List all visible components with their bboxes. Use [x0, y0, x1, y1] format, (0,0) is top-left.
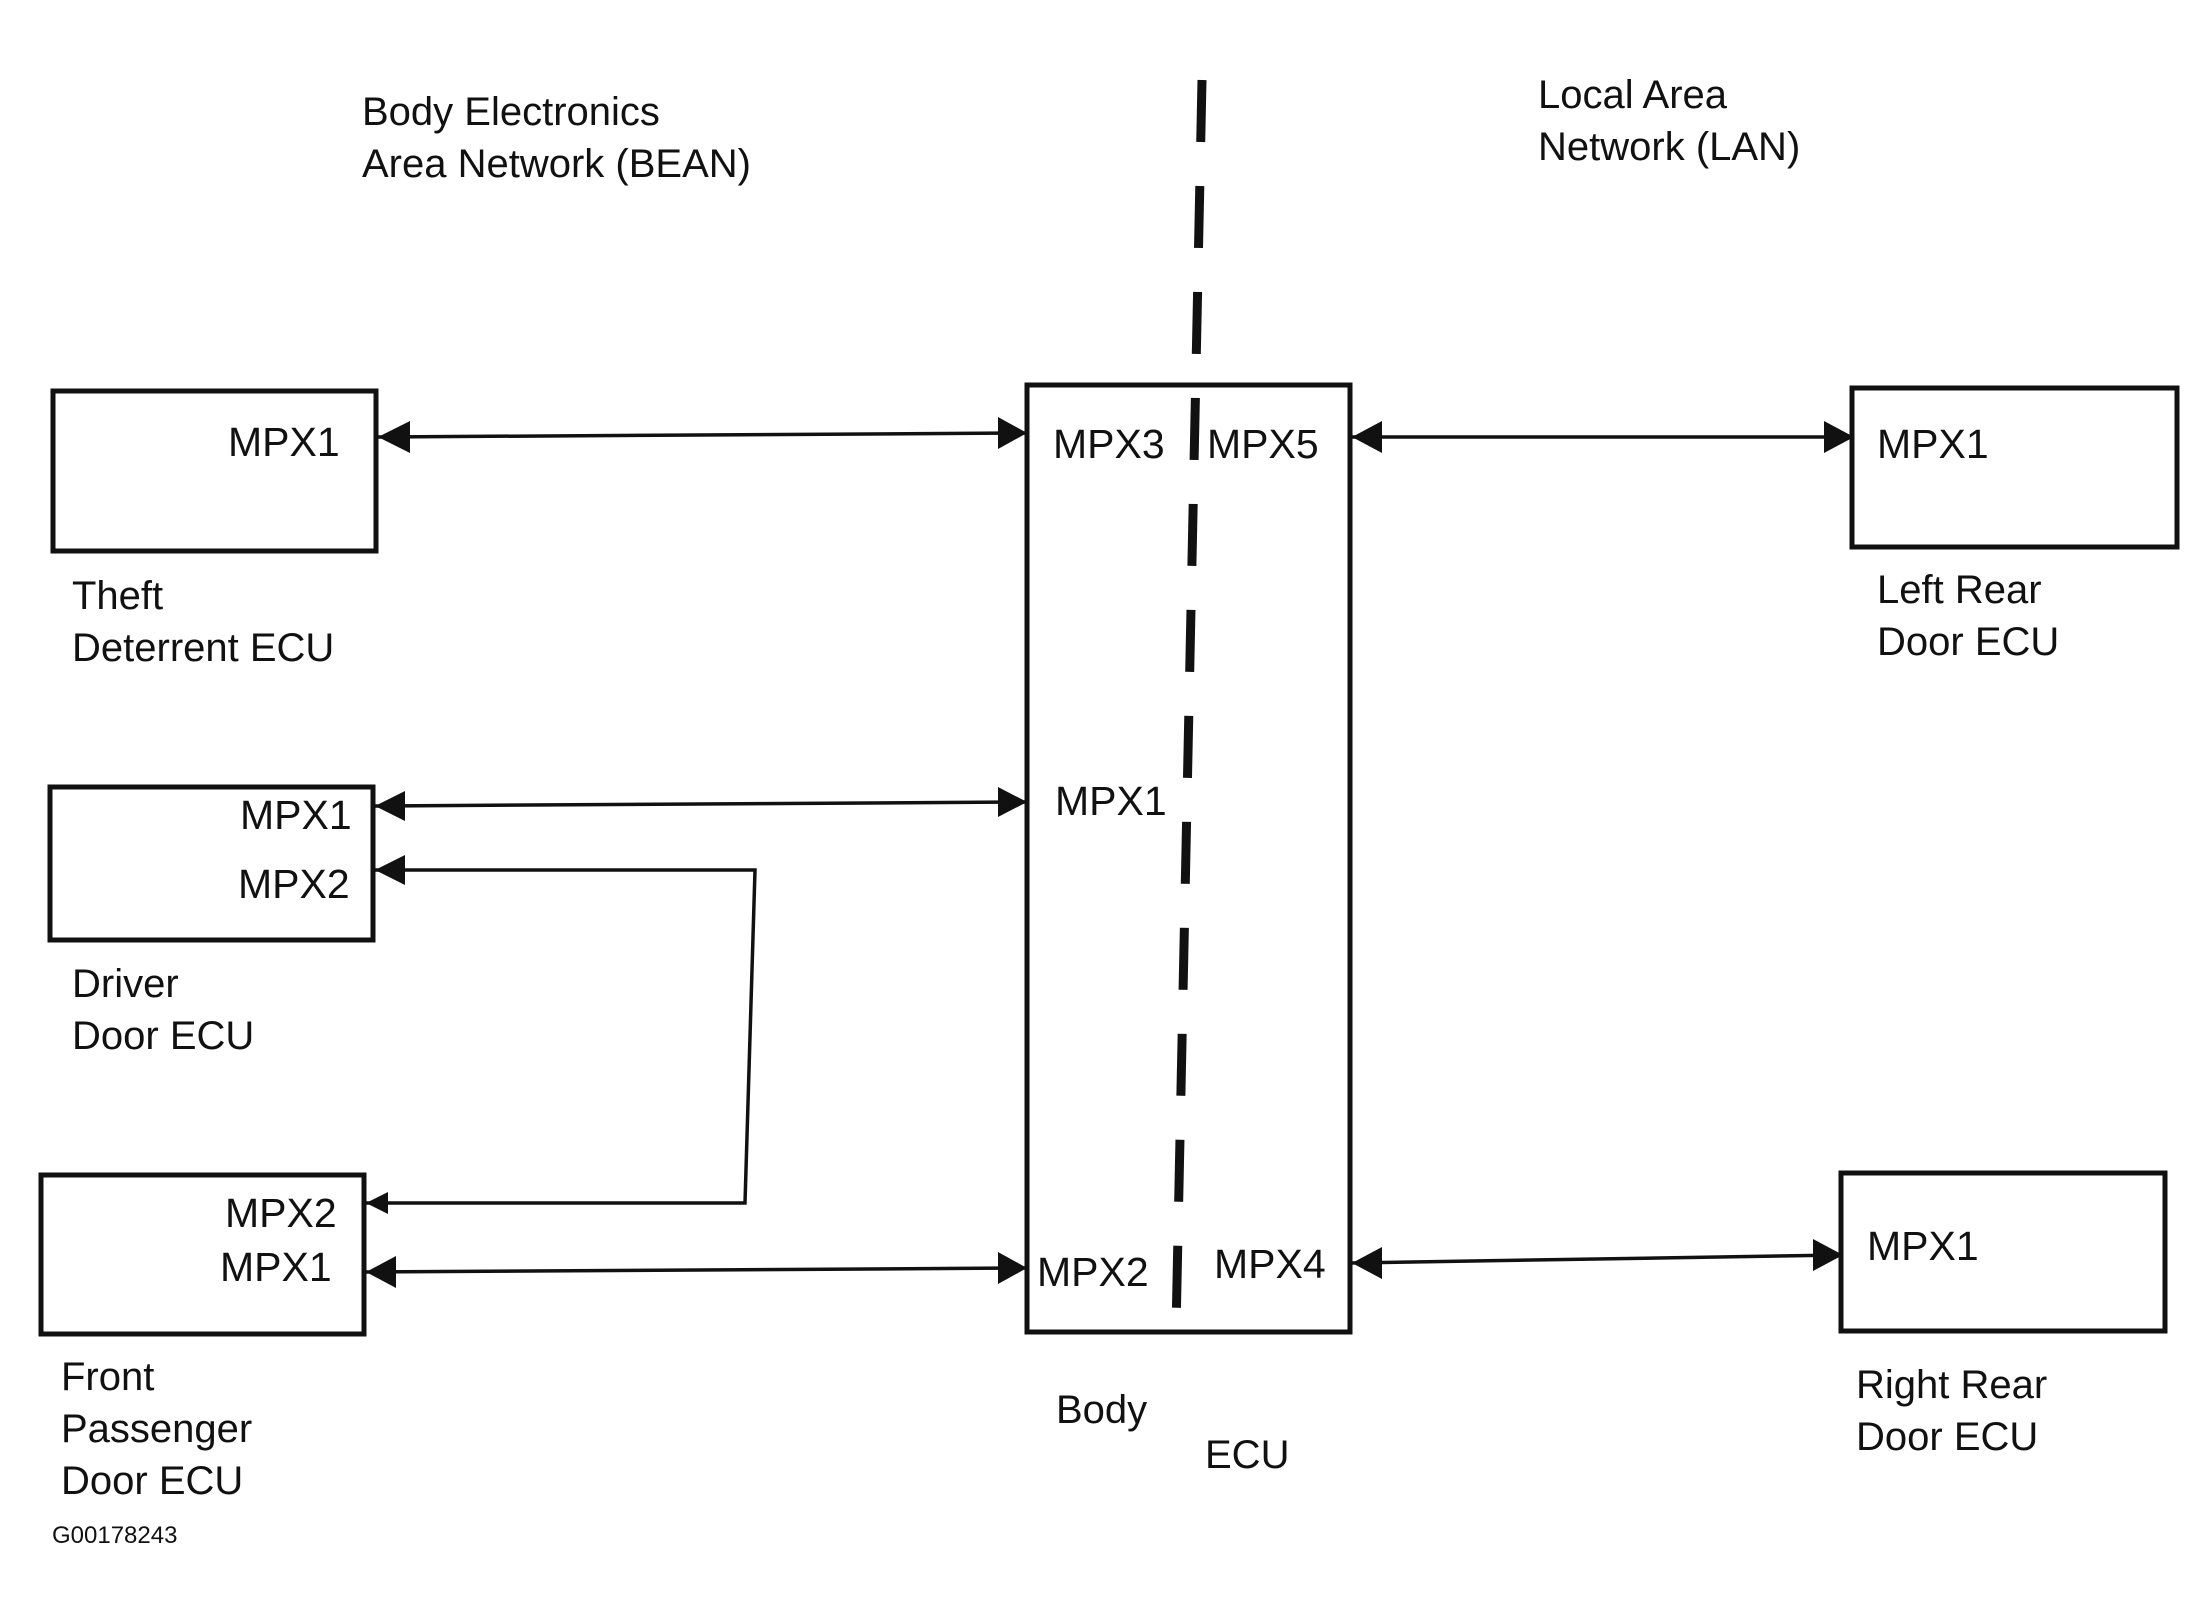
right-rear-door-ecu-port-mpx1: MPX1: [1867, 1223, 1979, 1269]
lan-zone-label: Local Area Network (LAN): [1538, 73, 1800, 169]
left-rear-door-ecu-label-line-1: Left Rear: [1877, 568, 2042, 612]
connection-driver-mpx2-to-passenger-mpx2: [364, 855, 757, 1214]
theft-deterrent-ecu-label-line-1: Theft: [72, 574, 163, 618]
right-rear-door-ecu-label-line-1: Right Rear: [1856, 1363, 2047, 1407]
bean-zone-label: Body Electronics Area Network (BEAN): [362, 90, 751, 186]
body-ecu-port-mpx4: MPX4: [1214, 1241, 1326, 1287]
arrowhead-left-rear-mpx1: [1824, 421, 1854, 453]
lan-zone-label-line-2: Network (LAN): [1538, 125, 1800, 169]
driver-door-ecu-port-mpx2: MPX2: [238, 861, 350, 907]
right-rear-door-ecu-label-line-2: Door ECU: [1856, 1415, 2038, 1459]
connection-theft-to-body-mpx3: [375, 417, 1028, 453]
connection-body-mpx5-to-left-rear: [1350, 421, 1854, 453]
body-ecu: MPX3 MPX5 MPX1 MPX2 MPX4 Body ECU: [1024, 382, 1353, 1477]
front-passenger-door-ecu-label-line-2: Passenger: [61, 1407, 252, 1451]
bean-zone-label-line-2: Area Network (BEAN): [362, 142, 751, 186]
body-ecu-port-mpx3: MPX3: [1053, 421, 1165, 467]
driver-door-ecu-box: [47, 784, 376, 943]
driver-door-ecu-label-line-1: Driver: [72, 962, 179, 1006]
body-ecu-port-mpx5: MPX5: [1207, 421, 1319, 467]
theft-deterrent-ecu-box: [50, 388, 379, 554]
body-ecu-label-line-1: Body: [1056, 1388, 1147, 1432]
arrowhead-passenger-mpx2: [366, 1192, 388, 1214]
front-passenger-door-ecu-port-mpx2: MPX2: [225, 1190, 337, 1236]
arrowhead-body-mpx4: [1352, 1247, 1382, 1279]
body-ecu-label-line-2: ECU: [1205, 1433, 1289, 1477]
arrowhead-body-mpx5: [1352, 421, 1382, 453]
body-ecu-box: [1024, 382, 1353, 1335]
front-passenger-door-ecu-port-mpx1: MPX1: [220, 1244, 332, 1290]
figure-code: G00178243: [52, 1522, 177, 1549]
connection-body-mpx4-to-right-rear: [1349, 1239, 1843, 1279]
left-rear-door-ecu: MPX1 Left Rear Door ECU: [1849, 385, 2180, 664]
arrowhead-body-mpx2: [998, 1252, 1027, 1284]
arrowhead-driver-mpx2: [375, 855, 405, 885]
front-passenger-door-ecu-box: [38, 1172, 367, 1337]
bean-lan-boundary-line: [1171, 79, 1207, 1331]
left-rear-door-ecu-box: [1849, 385, 2180, 550]
arrowhead-passenger-mpx1: [366, 1256, 396, 1288]
bean-zone-label-line-1: Body Electronics: [362, 90, 660, 134]
body-ecu-port-mpx1: MPX1: [1055, 778, 1167, 824]
connection-driver-mpx1-to-body-mpx1: [372, 787, 1028, 821]
arrowhead-body-mpx1: [998, 787, 1027, 817]
lan-zone-label-line-1: Local Area: [1538, 73, 1728, 117]
front-passenger-door-ecu-label-line-1: Front: [61, 1355, 154, 1399]
arrowhead-driver-mpx1: [375, 791, 405, 821]
theft-deterrent-ecu: MPX1 Theft Deterrent ECU: [50, 388, 379, 670]
right-rear-door-ecu: MPX1 Right Rear Door ECU: [1838, 1170, 2168, 1459]
theft-deterrent-ecu-port-mpx1: MPX1: [228, 419, 340, 465]
connection-passenger-mpx1-to-body-mpx2: [363, 1252, 1028, 1288]
arrowhead-body-mpx3: [998, 417, 1027, 449]
driver-door-ecu: MPX1 MPX2 Driver Door ECU: [47, 784, 376, 1058]
driver-door-ecu-label-line-2: Door ECU: [72, 1014, 254, 1058]
body-ecu-port-mpx2: MPX2: [1037, 1249, 1149, 1295]
driver-door-ecu-port-mpx1: MPX1: [240, 792, 352, 838]
front-passenger-door-ecu: MPX2 MPX1 Front Passenger Door ECU: [38, 1172, 367, 1503]
right-rear-door-ecu-box: [1838, 1170, 2168, 1334]
theft-deterrent-ecu-label-line-2: Deterrent ECU: [72, 626, 334, 670]
arrowhead-right-rear-mpx1: [1813, 1239, 1843, 1271]
left-rear-door-ecu-label-line-2: Door ECU: [1877, 620, 2059, 664]
front-passenger-door-ecu-label-line-3: Door ECU: [61, 1459, 243, 1503]
arrowhead-theft-mpx1: [378, 421, 410, 453]
left-rear-door-ecu-port-mpx1: MPX1: [1877, 421, 1989, 467]
